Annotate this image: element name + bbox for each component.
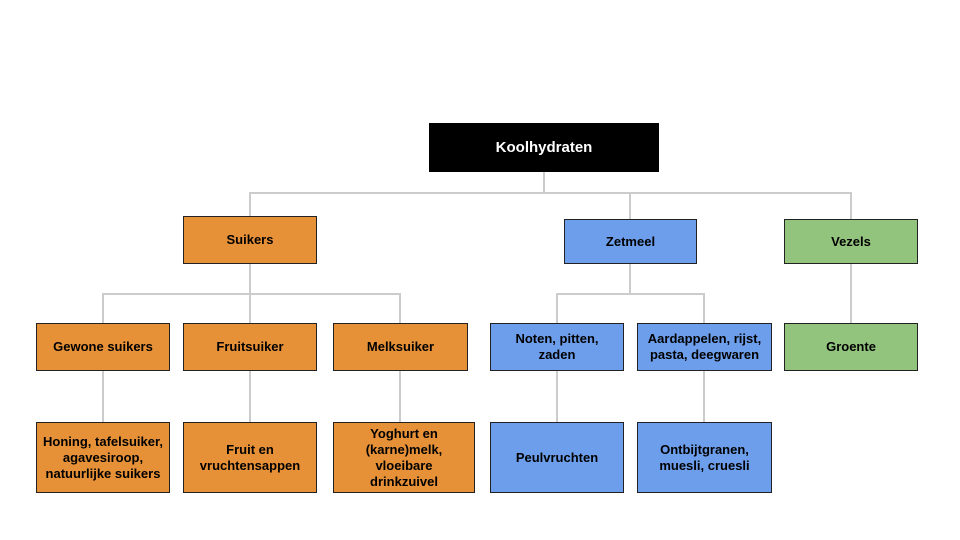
- node-koolhydraten: Koolhydraten: [429, 123, 659, 172]
- node-fruit-en-vruchtensappen: Fruit en vruchtensappen: [183, 422, 317, 493]
- connector-suikers: [102, 264, 401, 323]
- node-ontbijtgranen: Ontbijtgranen, muesli, cruesli: [637, 422, 772, 493]
- connector-root: [249, 172, 852, 219]
- node-peulvruchten: Peulvruchten: [490, 422, 624, 493]
- node-groente: Groente: [784, 323, 918, 371]
- node-zetmeel: Zetmeel: [564, 219, 697, 264]
- connector-zetmeel: [556, 264, 705, 323]
- node-suikers: Suikers: [183, 216, 317, 264]
- node-vezels: Vezels: [784, 219, 918, 264]
- node-aardappelen-rijst-pasta: Aardappelen, rijst, pasta, deegwaren: [637, 323, 772, 371]
- node-honing-tafelsuiker: Honing, tafelsuiker, agavesiroop, natuur…: [36, 422, 170, 493]
- node-fruitsuiker: Fruitsuiker: [183, 323, 317, 371]
- node-yoghurt-en-karnemelk: Yoghurt en (karne)melk, vloeibare drinkz…: [333, 422, 475, 493]
- node-gewone-suikers: Gewone suikers: [36, 323, 170, 371]
- node-noten-pitten-zaden: Noten, pitten, zaden: [490, 323, 624, 371]
- node-melksuiker: Melksuiker: [333, 323, 468, 371]
